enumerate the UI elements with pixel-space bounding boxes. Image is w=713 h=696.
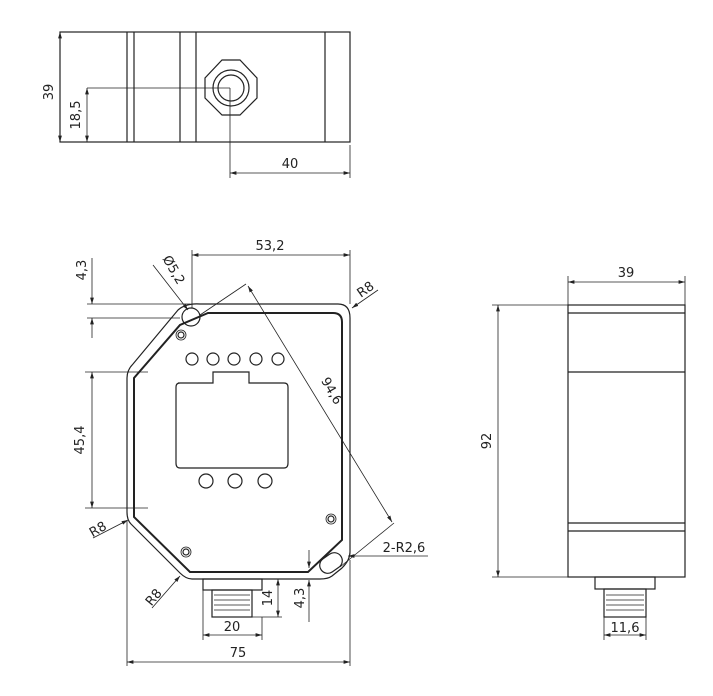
dim-radius-bottom: R8 [143, 586, 166, 609]
dim-connector-height: 14 [261, 590, 276, 607]
dim-side-length: 45,4 [73, 426, 88, 455]
connector [202, 578, 263, 618]
front-view: 53,2 4,3 Ø5,2 94,6 R8 45,4 R8 R8 2-R2,6 … [73, 239, 428, 666]
dim-slot-radius: 2-R2,6 [383, 541, 426, 556]
side-view: 39 92 11,6 [480, 266, 686, 640]
dim-hole-diameter: Ø5,2 [159, 253, 187, 287]
dim-top-offset: 4,3 [75, 260, 90, 281]
nut-outline [204, 59, 258, 116]
dim-height: 92 [480, 433, 495, 450]
dim-diagonal: 94,6 [317, 375, 344, 408]
dim-top-width: 53,2 [256, 239, 285, 254]
dim-radius-left: R8 [87, 519, 109, 541]
slot [319, 552, 343, 574]
body-outline [126, 303, 351, 580]
button-row [198, 473, 273, 489]
dim-center-height: 18,5 [69, 101, 84, 130]
top-view: 39 18,5 40 [42, 31, 351, 178]
dim-connector-width: 20 [224, 620, 241, 635]
led-row [185, 352, 285, 366]
dim-depth: 39 [618, 266, 635, 281]
display-window [175, 371, 289, 469]
dim-radius-top-right: R8 [355, 279, 378, 301]
dim-total-width: 75 [230, 646, 247, 661]
dim-height: 39 [42, 84, 57, 101]
dim-bottom-offset: 4,3 [293, 588, 308, 609]
dim-connector-diameter: 11,6 [611, 621, 640, 636]
mount-hole [181, 307, 201, 327]
dim-center-offset: 40 [282, 157, 299, 172]
